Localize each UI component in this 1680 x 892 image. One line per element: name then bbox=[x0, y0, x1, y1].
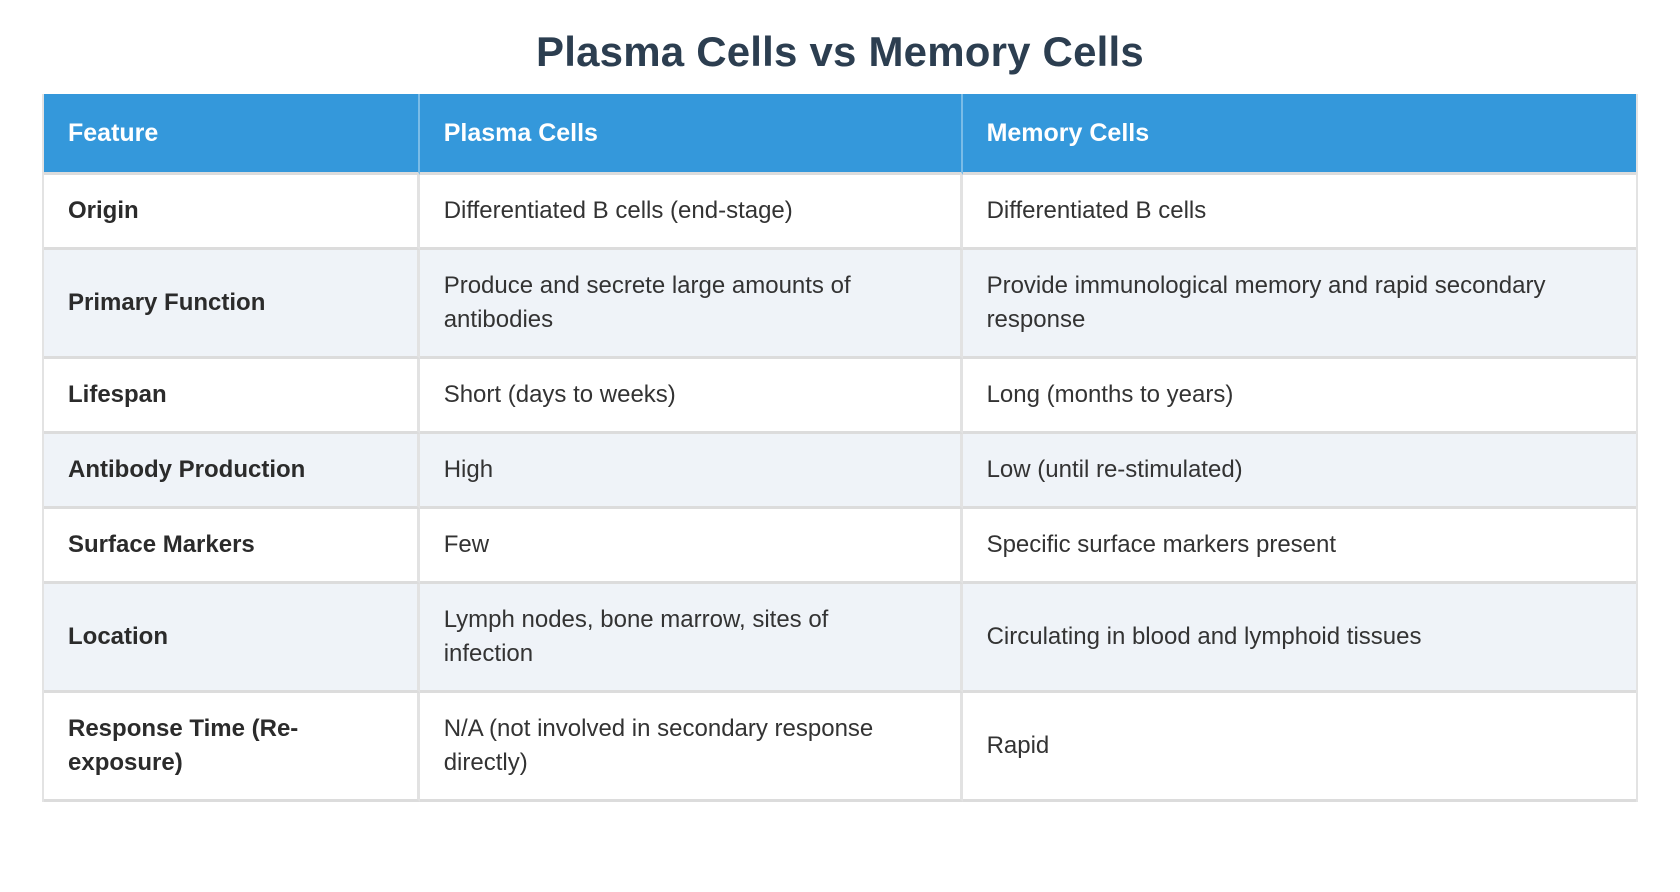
plasma-cell: Short (days to weeks) bbox=[419, 359, 963, 434]
memory-cell: Provide immunological memory and rapid s… bbox=[962, 250, 1636, 359]
feature-cell: Primary Function bbox=[44, 250, 420, 359]
feature-cell: Response Time (Re-exposure) bbox=[44, 693, 420, 802]
plasma-cell: High bbox=[419, 434, 963, 509]
memory-cell: Low (until re-stimulated) bbox=[962, 434, 1636, 509]
plasma-cell: N/A (not involved in secondary response … bbox=[419, 693, 963, 802]
table-header: Feature Plasma Cells Memory Cells bbox=[44, 94, 1636, 175]
memory-cell: Differentiated B cells bbox=[962, 175, 1636, 250]
page-title: Plasma Cells vs Memory Cells bbox=[536, 28, 1144, 75]
memory-cell: Long (months to years) bbox=[962, 359, 1636, 434]
table-row: Response Time (Re-exposure)N/A (not invo… bbox=[44, 693, 1636, 802]
feature-cell: Origin bbox=[44, 175, 420, 250]
plasma-cell: Produce and secrete large amounts of ant… bbox=[419, 250, 963, 359]
header-memory-cells: Memory Cells bbox=[962, 94, 1636, 175]
plasma-cell: Few bbox=[419, 509, 963, 584]
feature-cell: Lifespan bbox=[44, 359, 420, 434]
memory-cell: Circulating in blood and lymphoid tissue… bbox=[962, 584, 1636, 693]
memory-cell: Rapid bbox=[962, 693, 1636, 802]
feature-cell: Antibody Production bbox=[44, 434, 420, 509]
header-row: Feature Plasma Cells Memory Cells bbox=[44, 94, 1636, 175]
plasma-cell: Lymph nodes, bone marrow, sites of infec… bbox=[419, 584, 963, 693]
header-plasma-cells: Plasma Cells bbox=[419, 94, 963, 175]
comparison-table: Feature Plasma Cells Memory Cells Origin… bbox=[42, 94, 1638, 802]
plasma-cell: Differentiated B cells (end-stage) bbox=[419, 175, 963, 250]
header-feature: Feature bbox=[44, 94, 420, 175]
feature-cell: Surface Markers bbox=[44, 509, 420, 584]
feature-cell: Location bbox=[44, 584, 420, 693]
memory-cell: Specific surface markers present bbox=[962, 509, 1636, 584]
